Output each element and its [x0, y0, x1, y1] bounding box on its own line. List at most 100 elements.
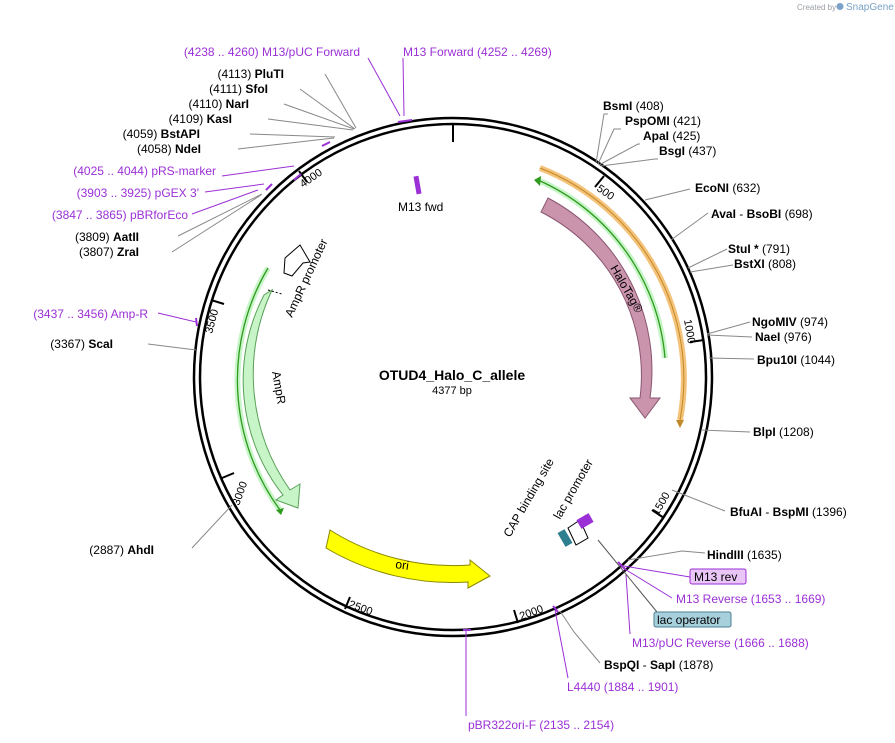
primer-name: M13/pUC Forward — [262, 45, 360, 59]
site-name: BsgI — [659, 144, 685, 158]
leader-avai — [670, 212, 709, 241]
site-label-blp: BlpI (1208) — [753, 425, 814, 439]
halotag-feature — [540, 197, 661, 419]
cap-site-feature — [557, 529, 573, 547]
leader-naei — [706, 334, 753, 338]
plasmid-length: 4377 bp — [432, 385, 472, 397]
leader-bfuai — [671, 489, 726, 512]
lac-promoter-feature — [567, 519, 589, 546]
tick-3000 — [221, 472, 235, 479]
backbone-outer — [192, 116, 714, 638]
primer-leaders — [157, 57, 691, 716]
leader-pbrforeco — [191, 189, 259, 215]
site-pos: (408) — [632, 99, 663, 113]
site-pos: (1635) — [744, 548, 782, 562]
primer-name: pBR322ori-F — [468, 718, 539, 732]
site-name: BsoBI — [747, 207, 782, 221]
m13-rev-box — [689, 568, 747, 585]
primer-range: (4025 .. 4044) — [73, 164, 151, 178]
site-pos: (4058) — [137, 142, 175, 156]
primer-name: M13/pUC Reverse — [632, 636, 734, 650]
primer-range: (3437 .. 3456) — [33, 307, 110, 321]
primer-mark-prs — [293, 173, 302, 181]
snapgene-logo-icon — [836, 3, 844, 10]
tick-label-1000: 1000 — [681, 318, 697, 344]
site-pos: (3367) — [50, 337, 88, 351]
lac-operator-box — [653, 611, 732, 628]
site-name: NdeI — [175, 142, 201, 156]
leader-blpi — [700, 429, 751, 433]
lac-operator-box-label: lac operator — [657, 613, 720, 627]
site-pos: (632) — [729, 181, 760, 195]
site-pos: (4113) — [218, 67, 255, 81]
site-name: NgoMIV — [752, 315, 797, 329]
site-name: EcoNI — [695, 181, 729, 195]
primer-label-prs: (4025 .. 4044) pRS-marker — [73, 164, 216, 178]
credit-prefix: Created by — [797, 3, 836, 12]
leader-ahdi — [191, 504, 233, 549]
primer-mark-ampr — [195, 317, 198, 327]
site-pos: (1396) — [809, 505, 847, 519]
site-name: ScaI — [88, 337, 113, 351]
m13-fwd-label: M13 fwd — [398, 200, 443, 214]
site-pos: (1878) — [675, 658, 713, 672]
site-pos: (4111) — [209, 82, 245, 96]
site-label-ahd: (2887) AhdI — [89, 543, 154, 557]
cap-site-label: CAP binding site — [500, 456, 557, 540]
primer-label-m13puc_r: M13/pUC Reverse (1666 .. 1688) — [632, 636, 809, 650]
lac-operator-leader — [597, 539, 658, 613]
primer-label-pbr322: pBR322ori-F (2135 .. 2154) — [468, 718, 614, 732]
ampr-strand-core — [236, 267, 281, 511]
primer-range: (3903 .. 3925) — [77, 186, 155, 200]
site-sep: - — [639, 658, 650, 672]
ampr-label: AmpR — [269, 370, 289, 406]
site-label-zra: (3807) ZraI — [79, 245, 139, 259]
leader-m13-reverse — [622, 567, 673, 599]
site-label-ngo: NgoMIV (974) — [752, 315, 828, 329]
tick-label-4000: 4000 — [298, 167, 325, 191]
primer-name: pBRforEco — [130, 208, 188, 222]
site-name: ZraI — [117, 245, 139, 259]
site-pos: (808) — [765, 257, 796, 271]
primer-label-m13_r: M13 Reverse (1653 .. 1669) — [676, 592, 825, 606]
site-pos: (3809) — [75, 230, 113, 244]
leader-bsmi — [595, 113, 608, 164]
primer-name: L4440 — [567, 680, 604, 694]
site-name: KasI — [207, 112, 232, 126]
site-label-bsm: BsmI (408) — [603, 99, 664, 113]
site-label-kas: (4109) KasI — [169, 112, 232, 126]
primer-range: (4238 .. 4260) — [184, 45, 262, 59]
leader-ngomiv — [706, 321, 751, 335]
site-name: ApaI — [643, 129, 669, 143]
leader-scai — [147, 343, 197, 351]
leader-sfoi — [299, 88, 356, 130]
leader-prs-marker — [221, 165, 295, 177]
leader-bsgi — [600, 158, 658, 167]
site-name: Bpu10I — [757, 353, 797, 367]
site-name: StuI * — [728, 242, 759, 256]
leader-stui — [687, 248, 728, 269]
primer-range: (3847 .. 3865) — [52, 208, 130, 222]
primer-range: (1666 .. 1688) — [734, 636, 809, 650]
leader-m13-rev-box — [623, 565, 691, 578]
site-name: BstXI — [734, 257, 765, 271]
leader-hindiii — [627, 550, 706, 561]
tick-2500 — [344, 596, 351, 610]
leader-pspomi — [597, 128, 621, 165]
primer-label-m13puc_f: (4238 .. 4260) M13/pUC Forward — [184, 45, 360, 59]
site-pos: (791) — [759, 242, 790, 256]
ampr-promoter-label: AmpR promoter — [282, 237, 330, 320]
site-pos: (974) — [797, 315, 828, 329]
lac-promoter-label: lac promoter — [550, 457, 595, 522]
leader-m13puc-forward — [367, 57, 401, 117]
primer-name: Amp-R — [111, 307, 149, 321]
site-name: BfuAI — [730, 505, 762, 519]
primer-range: (2135 .. 2154) — [539, 718, 614, 732]
lac-operator-feature — [576, 513, 594, 529]
site-name: SapI — [650, 658, 675, 672]
site-pos: (3807) — [79, 245, 117, 259]
site-pos: (4110) — [189, 97, 226, 111]
tick-4000 — [298, 170, 308, 183]
tick-label-1500: 1500 — [650, 490, 673, 517]
